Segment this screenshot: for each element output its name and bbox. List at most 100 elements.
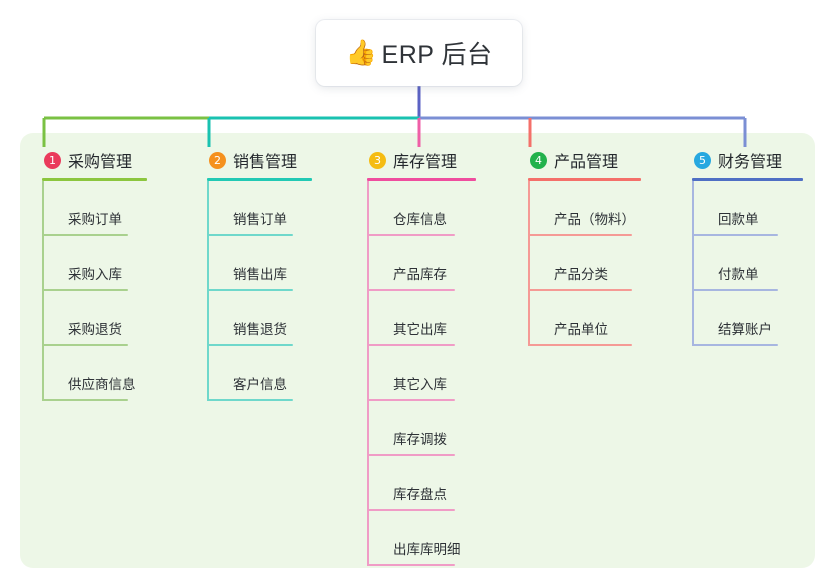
leaf-label: 出库库明细	[393, 542, 461, 557]
leaf-item[interactable]: 产品库存	[367, 236, 476, 291]
branch-header-4[interactable]: 4 产品管理	[528, 148, 641, 172]
leaf-underline	[207, 399, 293, 401]
diagram-panel-background	[20, 133, 815, 568]
branch-column-2: 2 销售管理销售订单销售出库销售退货客户信息	[207, 148, 312, 401]
leaf-item[interactable]: 其它出库	[367, 291, 476, 346]
leaf-item[interactable]: 付款单	[692, 236, 803, 291]
leaf-label: 产品分类	[554, 267, 608, 282]
leaf-item[interactable]: 回款单	[692, 181, 803, 236]
leaf-underline	[367, 454, 455, 456]
branch-leaf-list: 采购订单采购入库采购退货供应商信息	[42, 181, 147, 401]
leaf-item[interactable]: 产品分类	[528, 236, 641, 291]
leaf-underline	[42, 344, 128, 346]
branch-title: 采购管理	[68, 154, 133, 171]
leaf-label: 结算账户	[718, 322, 772, 337]
leaf-label: 销售出库	[233, 267, 287, 282]
leaf-item[interactable]: 采购退货	[42, 291, 147, 346]
branch-header-underline	[692, 178, 803, 181]
leaf-item[interactable]: 采购订单	[42, 181, 147, 236]
leaf-underline	[367, 564, 455, 566]
leaf-label: 其它入库	[393, 377, 447, 392]
branch-column-1: 1 采购管理采购订单采购入库采购退货供应商信息	[42, 148, 147, 401]
branch-title: 库存管理	[393, 154, 458, 171]
leaf-label: 付款单	[718, 267, 759, 282]
leaf-label: 库存调拨	[393, 432, 447, 447]
leaf-item[interactable]: 销售退货	[207, 291, 312, 346]
leaf-underline	[528, 234, 632, 236]
leaf-item[interactable]: 产品（物料）	[528, 181, 641, 236]
branch-column-5: 5 财务管理回款单付款单结算账户	[692, 148, 803, 346]
branch-spine-line	[207, 181, 209, 401]
branch-number-badge: 3	[369, 151, 386, 169]
leaf-underline	[207, 289, 293, 291]
branch-spine-line	[528, 181, 530, 346]
leaf-label: 仓库信息	[393, 212, 447, 227]
leaf-underline	[207, 234, 293, 236]
branch-spine-line	[692, 181, 694, 346]
leaf-underline	[692, 344, 778, 346]
leaf-label: 客户信息	[233, 377, 287, 392]
leaf-item[interactable]: 采购入库	[42, 236, 147, 291]
branch-column-3: 3 库存管理仓库信息产品库存其它出库其它入库库存调拨库存盘点出库库明细	[367, 148, 476, 566]
leaf-item[interactable]: 产品单位	[528, 291, 641, 346]
branch-number-badge: 4	[530, 151, 547, 169]
leaf-label: 采购订单	[68, 212, 122, 227]
leaf-item[interactable]: 库存盘点	[367, 456, 476, 511]
leaf-item[interactable]: 销售订单	[207, 181, 312, 236]
leaf-label: 销售退货	[233, 322, 287, 337]
branch-spine-line	[42, 181, 44, 401]
leaf-item[interactable]: 销售出库	[207, 236, 312, 291]
leaf-item[interactable]: 出库库明细	[367, 511, 476, 566]
leaf-label: 产品（物料）	[554, 212, 635, 227]
branch-header-2[interactable]: 2 销售管理	[207, 148, 312, 172]
branch-header-underline	[367, 178, 476, 181]
branch-header-1[interactable]: 1 采购管理	[42, 148, 147, 172]
leaf-underline	[367, 399, 455, 401]
leaf-item[interactable]: 仓库信息	[367, 181, 476, 236]
branch-leaf-list: 回款单付款单结算账户	[692, 181, 803, 346]
leaf-underline	[367, 234, 455, 236]
leaf-item[interactable]: 结算账户	[692, 291, 803, 346]
thumbs-up-icon: 👍	[345, 38, 377, 67]
leaf-label: 回款单	[718, 212, 759, 227]
branch-number-badge: 2	[209, 151, 226, 169]
branch-header-3[interactable]: 3 库存管理	[367, 148, 476, 172]
branch-leaf-list: 仓库信息产品库存其它出库其它入库库存调拨库存盘点出库库明细	[367, 181, 476, 566]
branch-spine-line	[367, 181, 369, 566]
leaf-label: 销售订单	[233, 212, 287, 227]
leaf-item[interactable]: 其它入库	[367, 346, 476, 401]
root-node-title: ERP 后台	[381, 41, 493, 69]
branch-title: 财务管理	[718, 154, 783, 171]
branch-header-underline	[207, 178, 312, 181]
branch-header-underline	[42, 178, 147, 181]
branch-number-badge: 5	[694, 151, 711, 169]
leaf-underline	[367, 289, 455, 291]
branch-column-4: 4 产品管理产品（物料） 产品分类产品单位	[528, 148, 641, 346]
leaf-label: 库存盘点	[393, 487, 447, 502]
leaf-label: 采购入库	[68, 267, 122, 282]
leaf-underline	[42, 234, 128, 236]
branch-leaf-list: 销售订单销售出库销售退货客户信息	[207, 181, 312, 401]
leaf-label: 其它出库	[393, 322, 447, 337]
leaf-underline	[692, 289, 778, 291]
leaf-label: 供应商信息	[68, 377, 136, 392]
leaf-underline	[367, 509, 455, 511]
leaf-underline	[42, 399, 128, 401]
leaf-label: 产品库存	[393, 267, 447, 282]
branch-header-underline	[528, 178, 641, 181]
branch-title: 产品管理	[554, 154, 619, 171]
leaf-item[interactable]: 供应商信息	[42, 346, 147, 401]
branch-title: 销售管理	[233, 154, 298, 171]
leaf-label: 采购退货	[68, 322, 122, 337]
leaf-underline	[528, 344, 632, 346]
leaf-underline	[42, 289, 128, 291]
branch-header-5[interactable]: 5 财务管理	[692, 148, 803, 172]
leaf-underline	[367, 344, 455, 346]
branch-leaf-list: 产品（物料） 产品分类产品单位	[528, 181, 641, 346]
leaf-item[interactable]: 客户信息	[207, 346, 312, 401]
leaf-item[interactable]: 库存调拨	[367, 401, 476, 456]
branch-number-badge: 1	[44, 151, 61, 169]
root-node-card[interactable]: 👍 ERP 后台	[316, 20, 522, 86]
leaf-label: 产品单位	[554, 322, 608, 337]
